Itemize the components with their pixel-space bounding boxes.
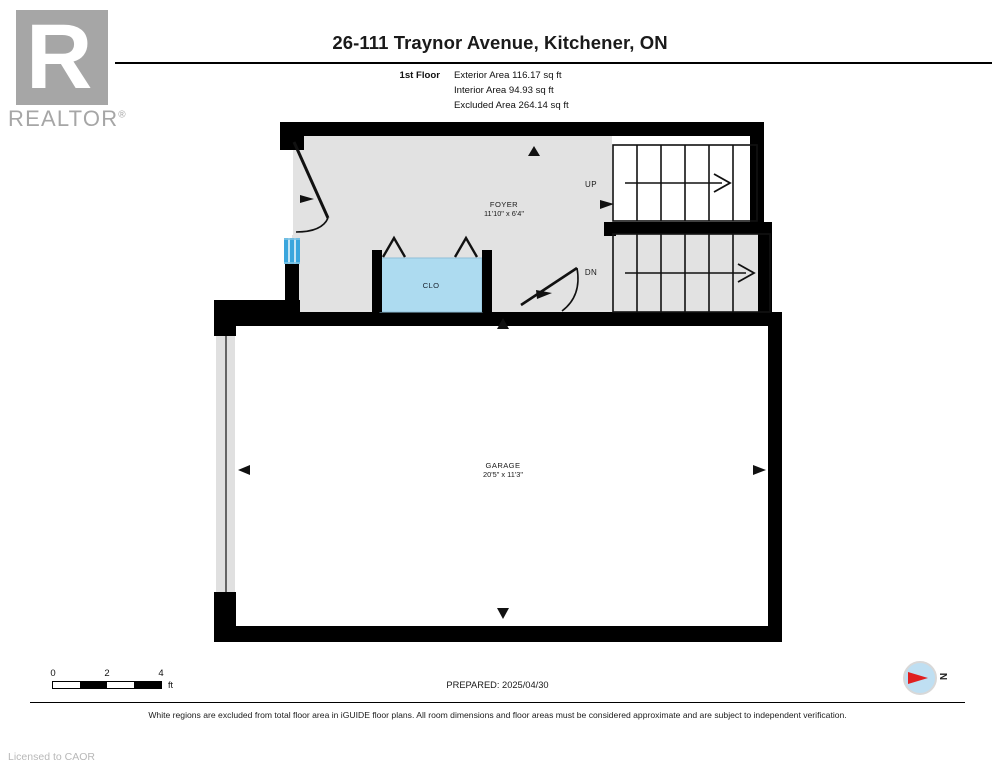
closet-bifold-right	[453, 235, 479, 258]
disclaimer-divider	[30, 702, 965, 704]
closet-jamb-right	[482, 250, 492, 312]
room-dimensions-garage: 20'5" x 11'3"	[483, 470, 523, 479]
up-direction-arrow	[713, 173, 732, 193]
wall-upper-left-jamb	[285, 150, 293, 235]
closet-bifold-left	[381, 235, 407, 258]
scale-tick-labels: 0 2 4	[50, 668, 182, 680]
scale-segment-4	[134, 682, 161, 688]
wall-foyer-bottom-2	[299, 312, 779, 326]
wall-garage-right	[768, 312, 782, 632]
wall-upper-top	[280, 122, 750, 136]
stair-label-up: UP	[585, 180, 597, 189]
realtor-wordmark-text: REALTOR	[8, 106, 119, 131]
scale-segment-2	[80, 682, 107, 688]
garage-door-leaf	[520, 266, 578, 307]
floor-label: 1st Floor	[399, 70, 440, 81]
room-dimensions-foyer: 11'10" x 6'4"	[484, 209, 524, 218]
disclaimer-text: White regions are excluded from total fl…	[148, 710, 847, 720]
wall-dn-right	[758, 226, 772, 326]
interior-area: Interior Area 94.93 sq ft	[454, 85, 554, 97]
scale-tick-0: 0	[50, 668, 56, 679]
prepared-date: PREPARED: 2025/04/30	[446, 680, 549, 690]
entry-door-leaf	[292, 141, 330, 219]
garage-door-swing-arc	[561, 267, 579, 312]
title-divider	[115, 62, 992, 64]
scale-segment-3	[107, 682, 134, 688]
compass-north-label: N	[937, 672, 949, 681]
compass-needle-north	[908, 672, 928, 684]
realtor-logo-wordmark: REALTOR®	[8, 106, 127, 132]
wall-upper-left-top	[280, 122, 304, 150]
garage-extent-marker-bottom	[497, 608, 509, 619]
room-label-garage: GARAGE	[486, 461, 521, 470]
room-label-closet: CLO	[423, 281, 440, 290]
dn-stairs-outline	[612, 233, 771, 313]
closet-fill	[379, 257, 483, 313]
up-entry-marker	[600, 200, 614, 209]
realtor-logo-block	[16, 10, 108, 105]
stair-label-dn: DN	[585, 268, 597, 277]
scale-tick-1: 2	[104, 668, 110, 679]
page-title: 26-111 Traynor Avenue, Kitchener, ON	[332, 32, 668, 53]
foyer-extent-marker-top	[528, 146, 540, 156]
scale-tick-2: 4	[158, 668, 164, 679]
garage-floor-fill	[235, 325, 777, 632]
area-summary: 1st Floor Exterior Area 116.17 sq ft Int…	[300, 68, 720, 114]
up-stairs	[600, 144, 758, 222]
garage-extent-marker-right	[753, 465, 766, 475]
entry-door-direction-marker	[300, 195, 314, 203]
wall-garage-bottom	[214, 626, 782, 642]
wall-garage-left-top	[214, 300, 236, 336]
exterior-area: Exterior Area 116.17 sq ft	[454, 70, 562, 81]
scale-bar-segments	[52, 681, 162, 689]
window-frame	[284, 238, 300, 264]
dn-stairs	[612, 233, 771, 313]
garage-door-direction-marker	[536, 290, 552, 299]
garage-extent-marker-left	[238, 465, 250, 475]
dn-stair-fill	[612, 232, 770, 318]
dn-direction-arrow	[737, 263, 756, 283]
scale-unit-label: ft	[168, 680, 174, 690]
entry-door-swing-arc	[295, 217, 329, 233]
licensed-to-label: Licensed to CAOR	[8, 751, 95, 763]
realtor-logo: R REALTOR®	[8, 6, 126, 133]
scale-segment-1	[53, 682, 80, 688]
registered-mark: ®	[118, 109, 127, 121]
closet-jamb-left	[372, 250, 382, 312]
room-label-foyer: FOYER	[490, 200, 518, 209]
compass-rose: N	[903, 661, 948, 695]
excluded-area: Excluded Area 264.14 sq ft	[454, 100, 569, 112]
realtor-logo-letter: R	[26, 6, 92, 108]
scale-bar: 0 2 4 ft	[50, 668, 182, 694]
wall-stair-divider	[612, 222, 772, 234]
garage-extent-marker-top	[497, 318, 509, 329]
